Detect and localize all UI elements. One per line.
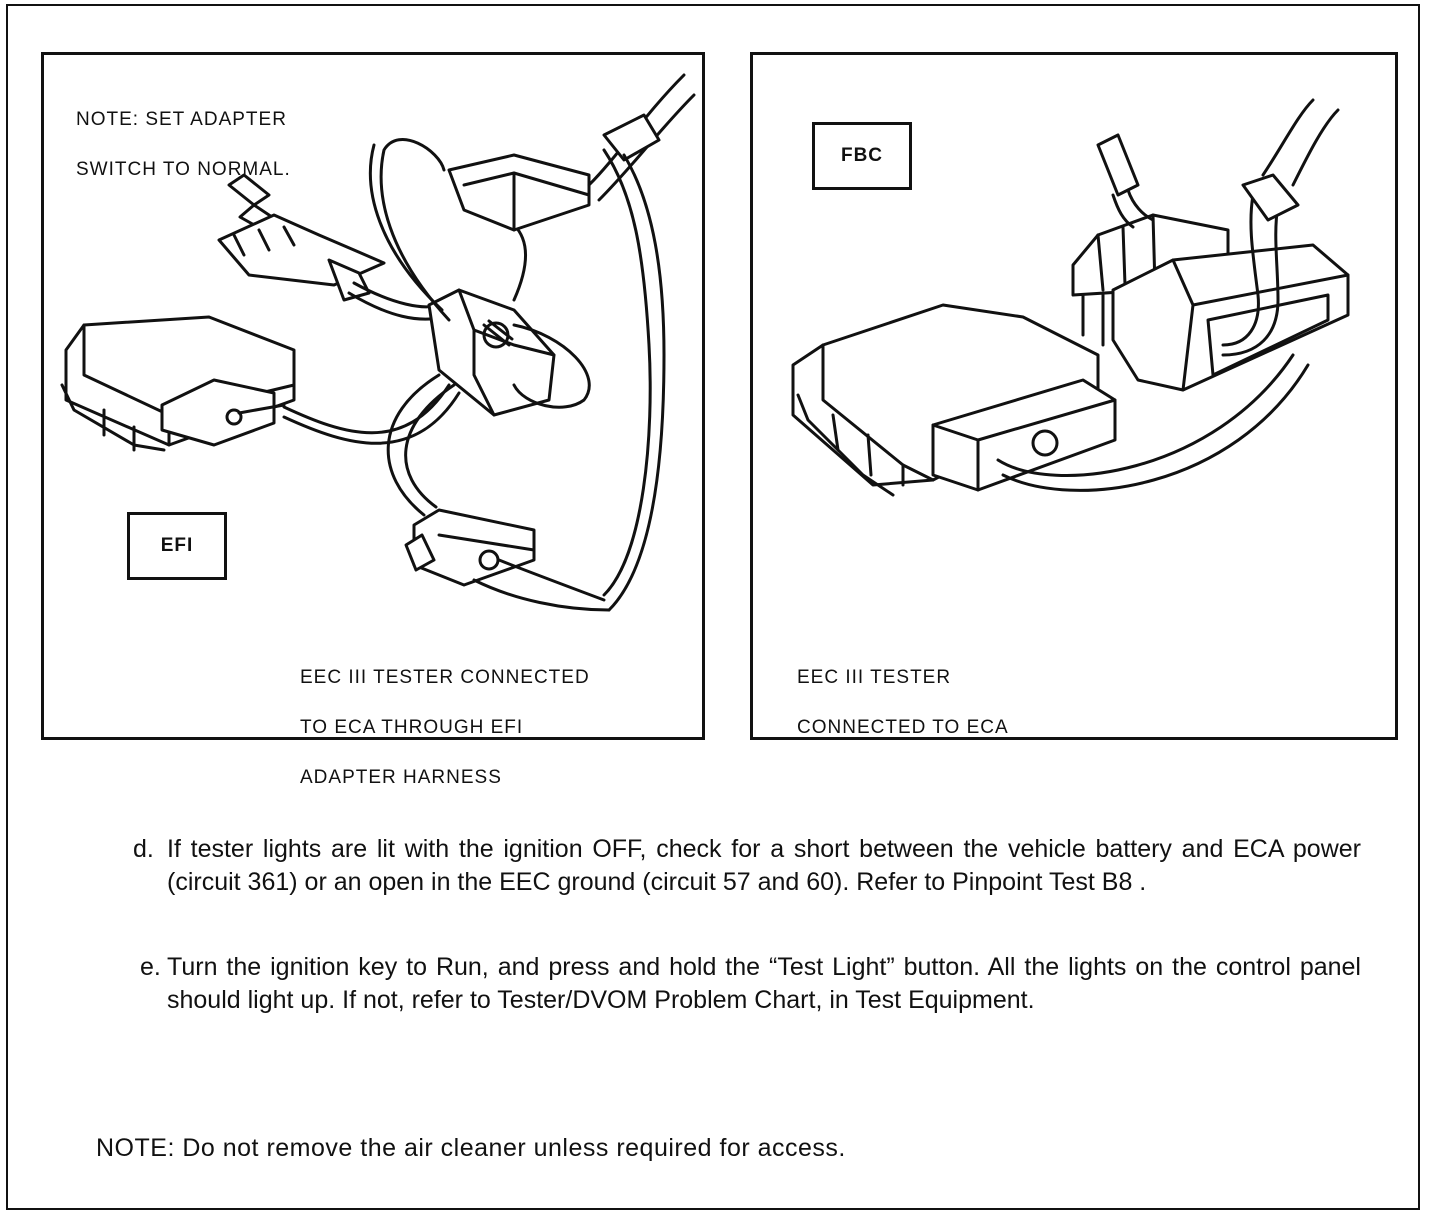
efi-caption-line-2: TO ECA THROUGH EFI xyxy=(300,717,524,738)
efi-caption-line-3: ADAPTER HARNESS xyxy=(300,767,502,788)
efi-note-line-2: SWITCH TO NORMAL. xyxy=(76,159,291,180)
efi-figure-caption: EEC III TESTER CONNECTED TO ECA THROUGH … xyxy=(300,640,590,815)
step-e-marker: e. xyxy=(140,953,161,981)
figure-efi-panel xyxy=(41,52,705,740)
page-frame xyxy=(6,4,1420,1210)
fbc-caption-line-1: EEC III TESTER xyxy=(797,667,952,688)
step-e-text: Turn the ignition key to Run, and press … xyxy=(167,953,1361,1014)
step-e: e. Turn the ignition key to Run, and pre… xyxy=(140,951,1363,1051)
fbc-label-box: FBC xyxy=(812,122,912,190)
efi-note-text: NOTE: SET ADAPTER SWITCH TO NORMAL. xyxy=(76,82,291,207)
step-d-text: If tester lights are lit with the igniti… xyxy=(167,835,1361,896)
efi-label-box: EFI xyxy=(127,512,227,580)
bottom-note: NOTE: Do not remove the air cleaner unle… xyxy=(96,1134,846,1162)
efi-note-line-1: NOTE: SET ADAPTER xyxy=(76,109,287,130)
fbc-caption-line-2: CONNECTED TO ECA xyxy=(797,717,1009,738)
step-d: d. If tester lights are lit with the ign… xyxy=(133,833,1363,933)
fbc-tester-connection-illustration xyxy=(791,98,1350,497)
efi-adapter-harness-illustration xyxy=(60,73,696,612)
fbc-figure-caption: EEC III TESTER CONNECTED TO ECA xyxy=(797,640,1009,765)
efi-caption-line-1: EEC III TESTER CONNECTED xyxy=(300,667,590,688)
step-d-marker: d. xyxy=(133,835,154,863)
